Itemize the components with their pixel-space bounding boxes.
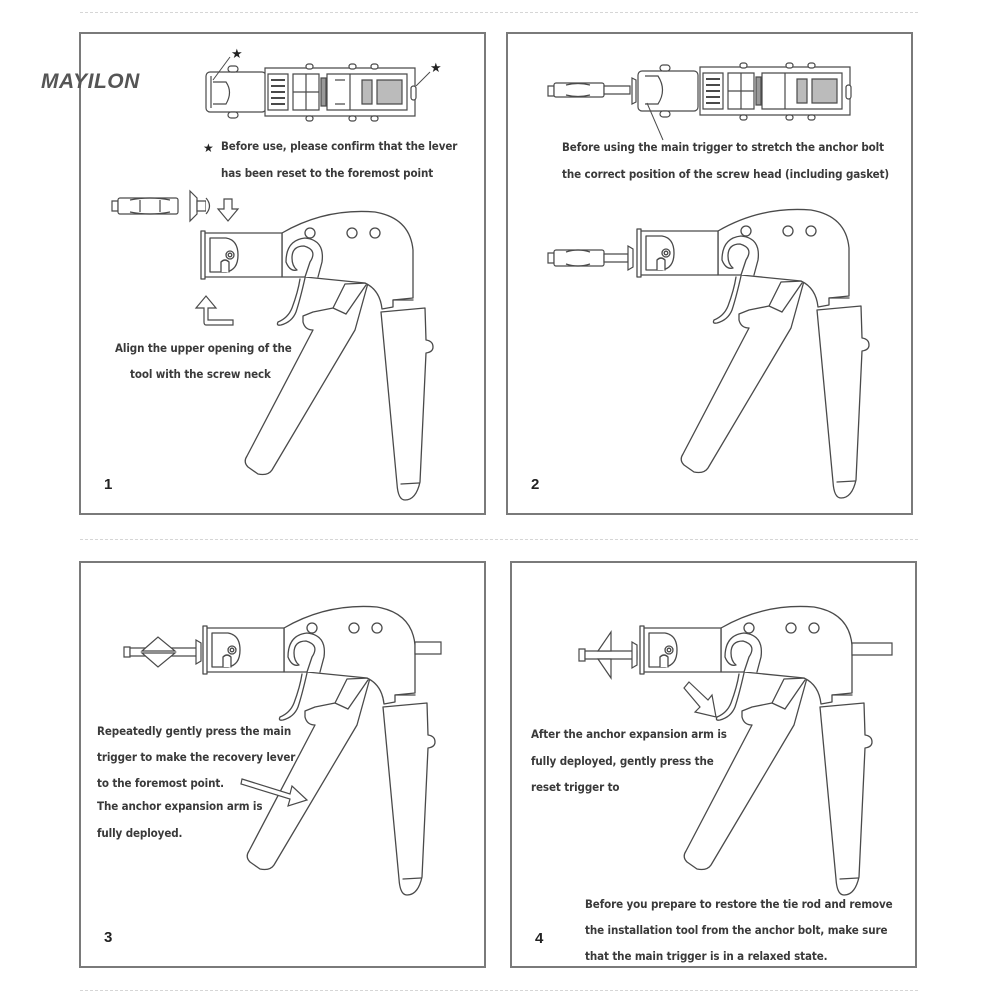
step-4-note-1-line-3: reset trigger to xyxy=(531,780,620,794)
step-1-note-2-line-1: Align the upper opening of the xyxy=(115,341,292,355)
step-3-note-line-3: to the foremost point. xyxy=(97,776,225,790)
step-4-note-1-line-1: After the anchor expansion arm is xyxy=(531,727,727,741)
step-4-note-2-line-1: Before you prepare to restore the tie ro… xyxy=(585,897,893,911)
step-2-note-line-1: Before using the main trigger to stretch… xyxy=(562,140,884,154)
step-1-note-2-line-2: tool with the screw neck xyxy=(130,367,271,381)
step-2-note-line-2: the correct position of the screw head (… xyxy=(562,167,890,181)
brand-watermark: MAYILON xyxy=(41,70,140,93)
step-4-number: 4 xyxy=(535,930,544,947)
step-3-note-line-5: fully deployed. xyxy=(97,826,183,840)
step-1-panel xyxy=(79,32,486,515)
step-1-note-1-line-2: has been reset to the foremost point xyxy=(221,166,434,180)
step-4-note-2-line-2: the installation tool from the anchor bo… xyxy=(585,923,888,937)
divider-middle xyxy=(80,539,918,540)
step-4-note-2-line-3: that the main trigger is in a relaxed st… xyxy=(585,949,828,963)
step-3-note-line-2: trigger to make the recovery lever xyxy=(97,750,296,764)
step-3-number: 3 xyxy=(104,929,113,946)
step-4-note-1-line-2: fully deployed, gently press the xyxy=(531,754,714,768)
step-2-number: 2 xyxy=(531,476,540,493)
step-3-note-line-4: The anchor expansion arm is xyxy=(97,799,263,813)
divider-bottom xyxy=(80,990,918,991)
step-2-panel xyxy=(506,32,913,515)
divider-top xyxy=(80,12,918,13)
step-1-note-1-line-1: Before use, please confirm that the leve… xyxy=(221,139,458,153)
step-1-number: 1 xyxy=(104,476,113,493)
step-3-panel xyxy=(79,561,486,968)
step-3-note-line-1: Repeatedly gently press the main xyxy=(97,724,292,738)
